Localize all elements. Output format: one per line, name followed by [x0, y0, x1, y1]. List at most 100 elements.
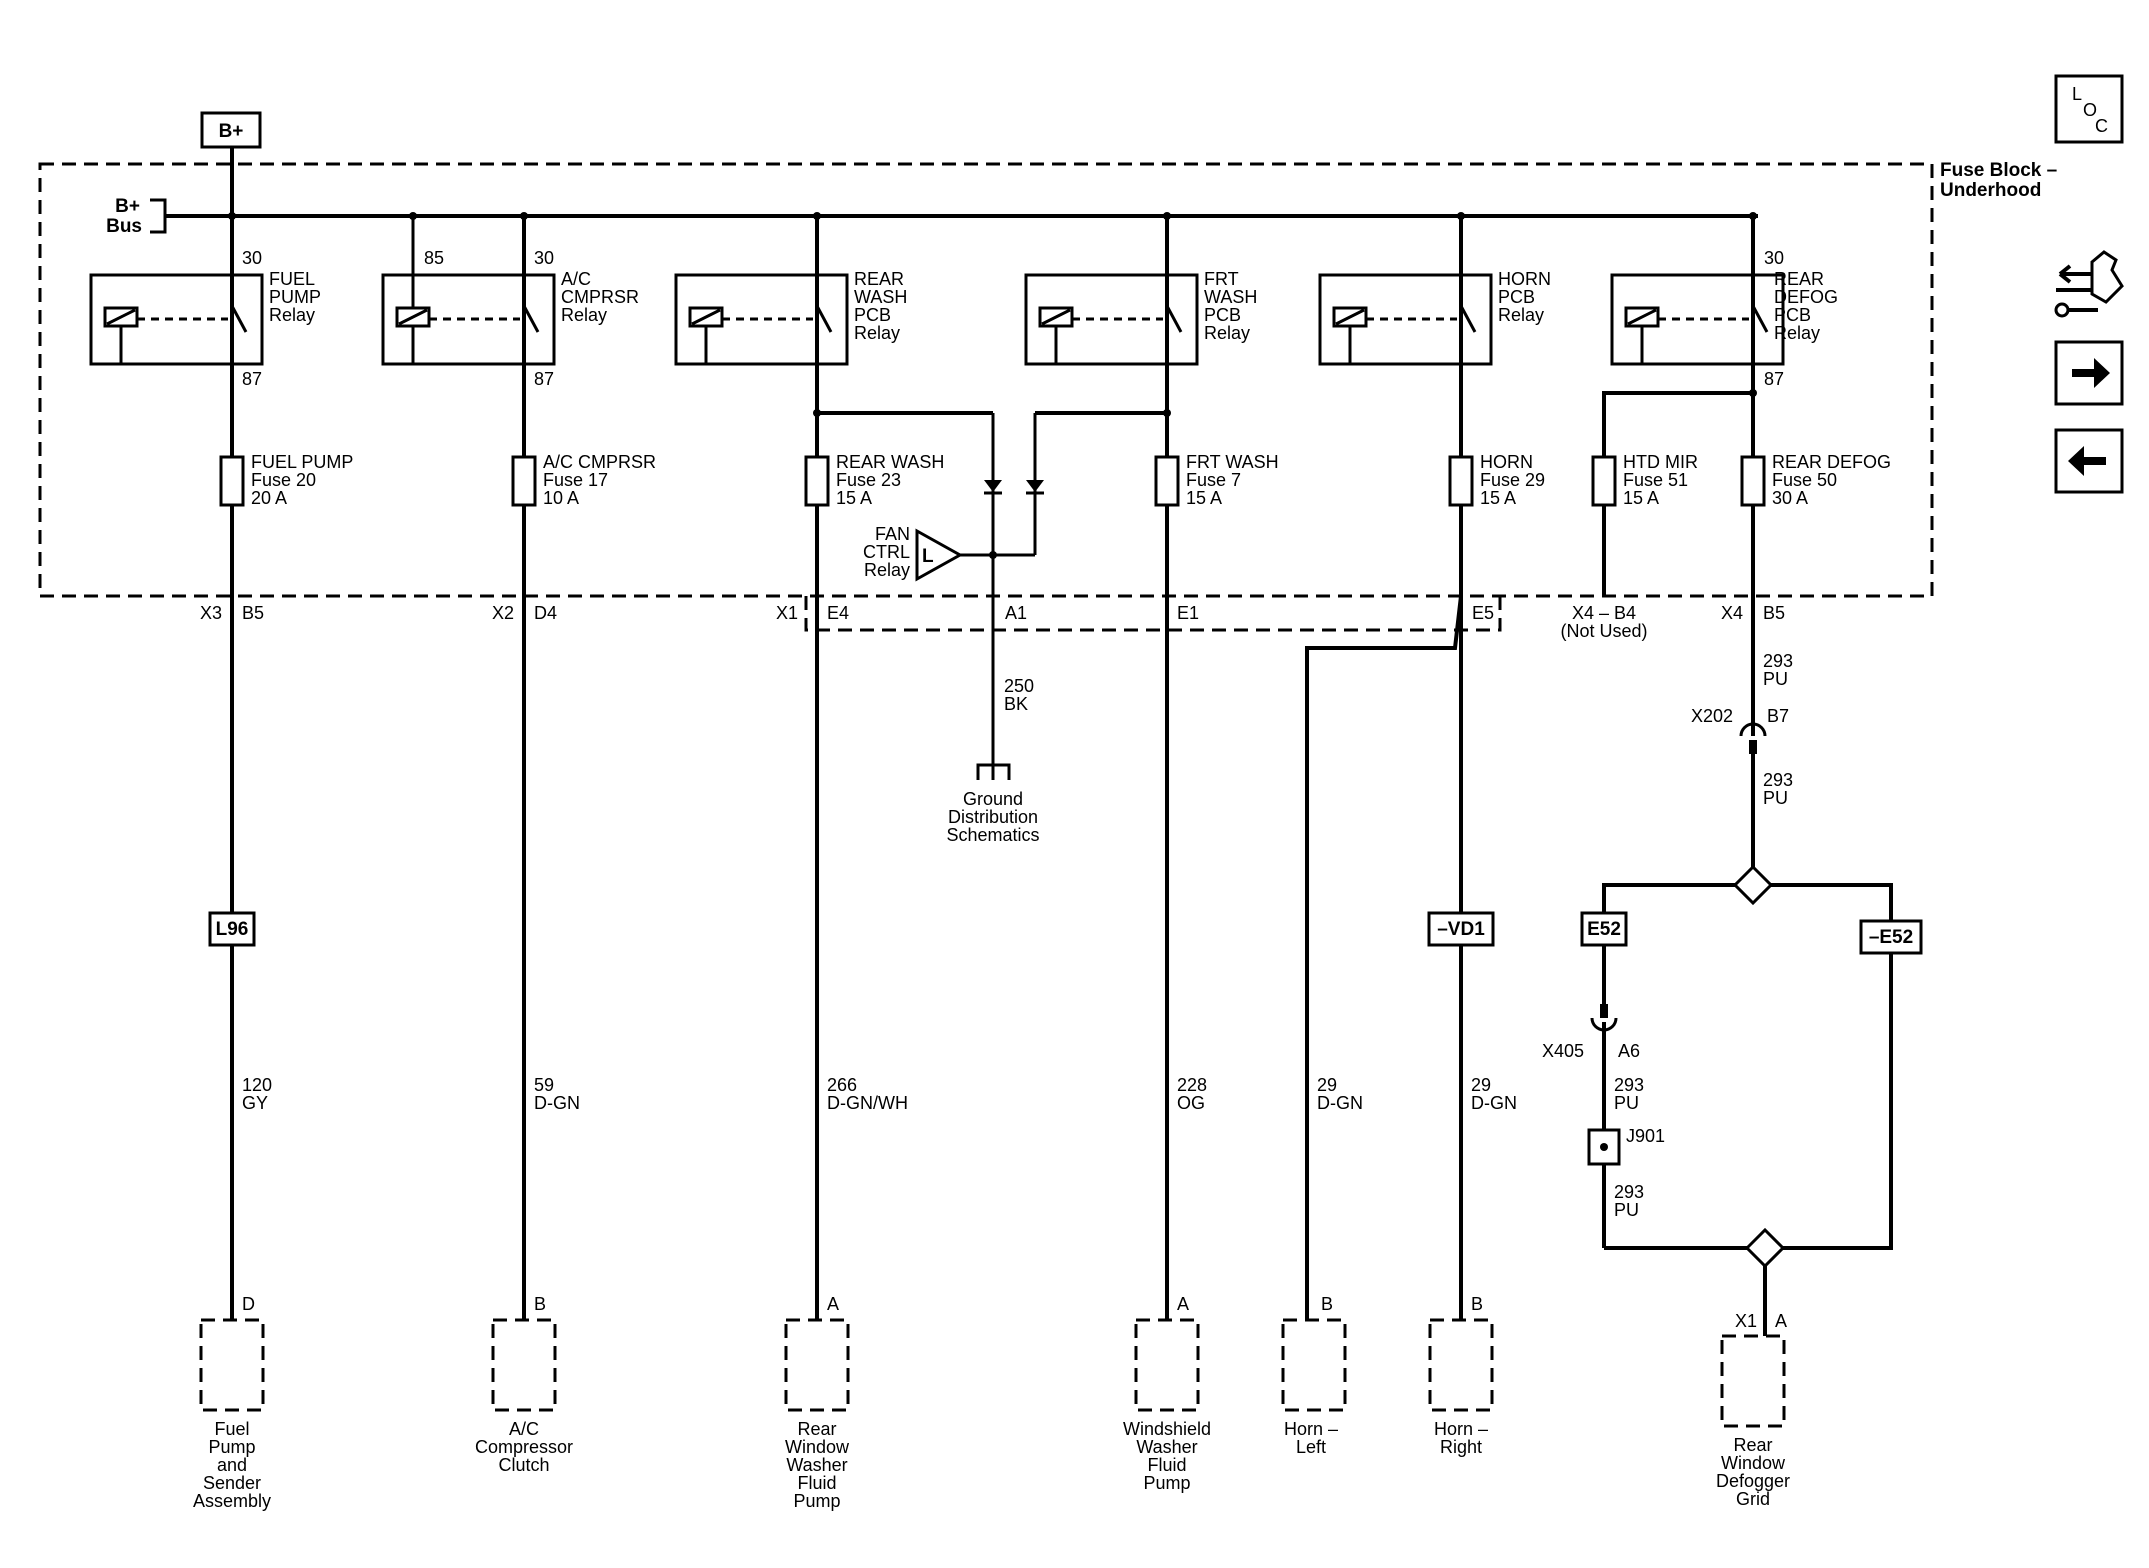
fuse-htd-mir: HTD MIR Fuse 51 15 A: [1591, 452, 1698, 508]
connector-pin: D4: [534, 603, 557, 623]
relay-label: FUEL: [269, 269, 315, 289]
fuse-name: REAR WASH: [836, 452, 944, 472]
fuse-rating: 10 A: [543, 488, 579, 508]
component-label: Horn –: [1434, 1419, 1488, 1439]
relay-label: Relay: [561, 305, 607, 325]
x202-connector-pin: [1749, 740, 1757, 754]
component-pin: A: [827, 1294, 839, 1314]
component-rear-washer-pump: A Rear Window Washer Fluid Pump: [784, 1294, 850, 1511]
fan-ctrl-relay-symbol: L: [915, 528, 997, 582]
relay-pin: 87: [242, 369, 262, 389]
relay-label: WASH: [854, 287, 907, 307]
connector-label: X4: [1721, 603, 1743, 623]
wire-color: D-GN/WH: [827, 1093, 908, 1113]
component-label: Pump: [1143, 1473, 1190, 1493]
fuse-name: HORN: [1480, 452, 1533, 472]
fuse-rating: 20 A: [251, 488, 287, 508]
connector-pin: B7: [1767, 706, 1789, 726]
option-label: L96: [216, 919, 249, 940]
wire-labels: 120 GY 59 D-GN 266 D-GN/WH 228 OG 29 D-G…: [242, 651, 1793, 1220]
option-tag-e52: E52: [1580, 911, 1628, 947]
locator-button[interactable]: L O C: [2054, 74, 2124, 144]
component-label: Fluid: [797, 1473, 836, 1493]
wire-color: BK: [1004, 694, 1028, 714]
connector-end-view-icon[interactable]: [2054, 250, 2124, 318]
option-tag-vd1: –VD1: [1427, 911, 1495, 947]
component-pin: B: [534, 1294, 546, 1314]
relay-label: Relay: [269, 305, 315, 325]
connector-label: X4 – B4: [1572, 603, 1636, 623]
bus-label-2: Bus: [106, 216, 142, 237]
fuse-block-boundary: [38, 162, 1934, 598]
connector-pin: E1: [1177, 603, 1199, 623]
component-horn-left: B Horn – Left: [1281, 1294, 1347, 1457]
component-fuel-pump-sender: D Fuel Pump and Sender Assembly: [193, 1294, 271, 1511]
relay-label: Relay: [1498, 305, 1544, 325]
relay-label: A/C: [561, 269, 591, 289]
wire-number: 293: [1614, 1182, 1644, 1202]
wire-color: PU: [1614, 1200, 1639, 1220]
x1-connector-boundary: [804, 596, 1502, 632]
relay-label: REAR: [854, 269, 904, 289]
relay-pin: 87: [1764, 369, 1784, 389]
arrow-right-icon: [2072, 358, 2110, 388]
component-label: Assembly: [193, 1491, 271, 1511]
bus-bracket: [150, 198, 167, 234]
component-label: Left: [1296, 1437, 1326, 1457]
previous-page-button[interactable]: [2054, 428, 2124, 494]
component-windshield-washer-pump: A Windshield Washer Fluid Pump: [1123, 1294, 1211, 1493]
connector-pin: E5: [1472, 603, 1494, 623]
component-label: Defogger: [1716, 1471, 1790, 1491]
wire-number: 59: [534, 1075, 554, 1095]
relay-rear-wash-pcb: REAR WASH PCB Relay: [674, 269, 907, 366]
wire-color: OG: [1177, 1093, 1205, 1113]
component-label: Rear: [1733, 1435, 1772, 1455]
relay-pin: 87: [534, 369, 554, 389]
component-label: Compressor: [475, 1437, 573, 1457]
fan-ctrl-label: FAN: [875, 524, 910, 544]
component-label: Horn –: [1284, 1419, 1338, 1439]
ground-bracket: [976, 763, 1011, 780]
splice: [1749, 389, 1757, 397]
component-label: Right: [1440, 1437, 1482, 1457]
diode-rear-wash: [984, 480, 1002, 495]
fan-ctrl-symbol: L: [922, 546, 934, 567]
next-page-button[interactable]: [2054, 340, 2124, 406]
relay-pin: 85: [424, 248, 444, 268]
relay-label: HORN: [1498, 269, 1551, 289]
component-label: Fuel: [214, 1419, 249, 1439]
ground-label: Schematics: [946, 825, 1039, 845]
connector-label: X2: [492, 603, 514, 623]
fuse-name: HTD MIR: [1623, 452, 1698, 472]
bus-label-1: B+: [115, 196, 140, 217]
wire-number: 293: [1763, 770, 1793, 790]
horn-left-circuit-wire: [1305, 595, 1463, 1320]
fan-ctrl-label: Relay: [864, 560, 910, 580]
fuse-block-label: Fuse Block –: [1940, 160, 2057, 181]
fuse-horn: HORN Fuse 29 15 A: [1448, 452, 1545, 508]
fuse-rear-wash: REAR WASH Fuse 23 15 A: [804, 452, 944, 508]
b-plus-source-label: B+: [219, 121, 244, 142]
x405-connector-pin: [1600, 1004, 1608, 1018]
wire-color: D-GN: [1471, 1093, 1517, 1113]
splice: [813, 409, 821, 417]
component-ac-compressor-clutch: B A/C Compressor Clutch: [475, 1294, 573, 1475]
relay-label: PCB: [1204, 305, 1241, 325]
connector-label: X1: [776, 603, 798, 623]
option-label: E52: [1587, 919, 1621, 940]
component-label: A/C: [509, 1419, 539, 1439]
relay-pin: 30: [534, 248, 554, 268]
component-label: and: [217, 1455, 247, 1475]
connector-label: X1: [1735, 1311, 1757, 1331]
connector-label: X405: [1542, 1041, 1584, 1061]
wire-number: 293: [1763, 651, 1793, 671]
relay-pin: 30: [242, 248, 262, 268]
ground-label: Ground: [963, 789, 1023, 809]
fuse-number: Fuse 51: [1623, 470, 1688, 490]
option-tag-l96: L96: [208, 911, 256, 947]
splice-label: J901: [1626, 1126, 1665, 1146]
fuse-ac-cmprsr: A/C CMPRSR Fuse 17 10 A: [511, 452, 656, 508]
relay-rear-defog-pcb: REAR DEFOG PCB Relay 30 87: [1610, 248, 1838, 389]
locator-letter: L: [2072, 84, 2082, 104]
